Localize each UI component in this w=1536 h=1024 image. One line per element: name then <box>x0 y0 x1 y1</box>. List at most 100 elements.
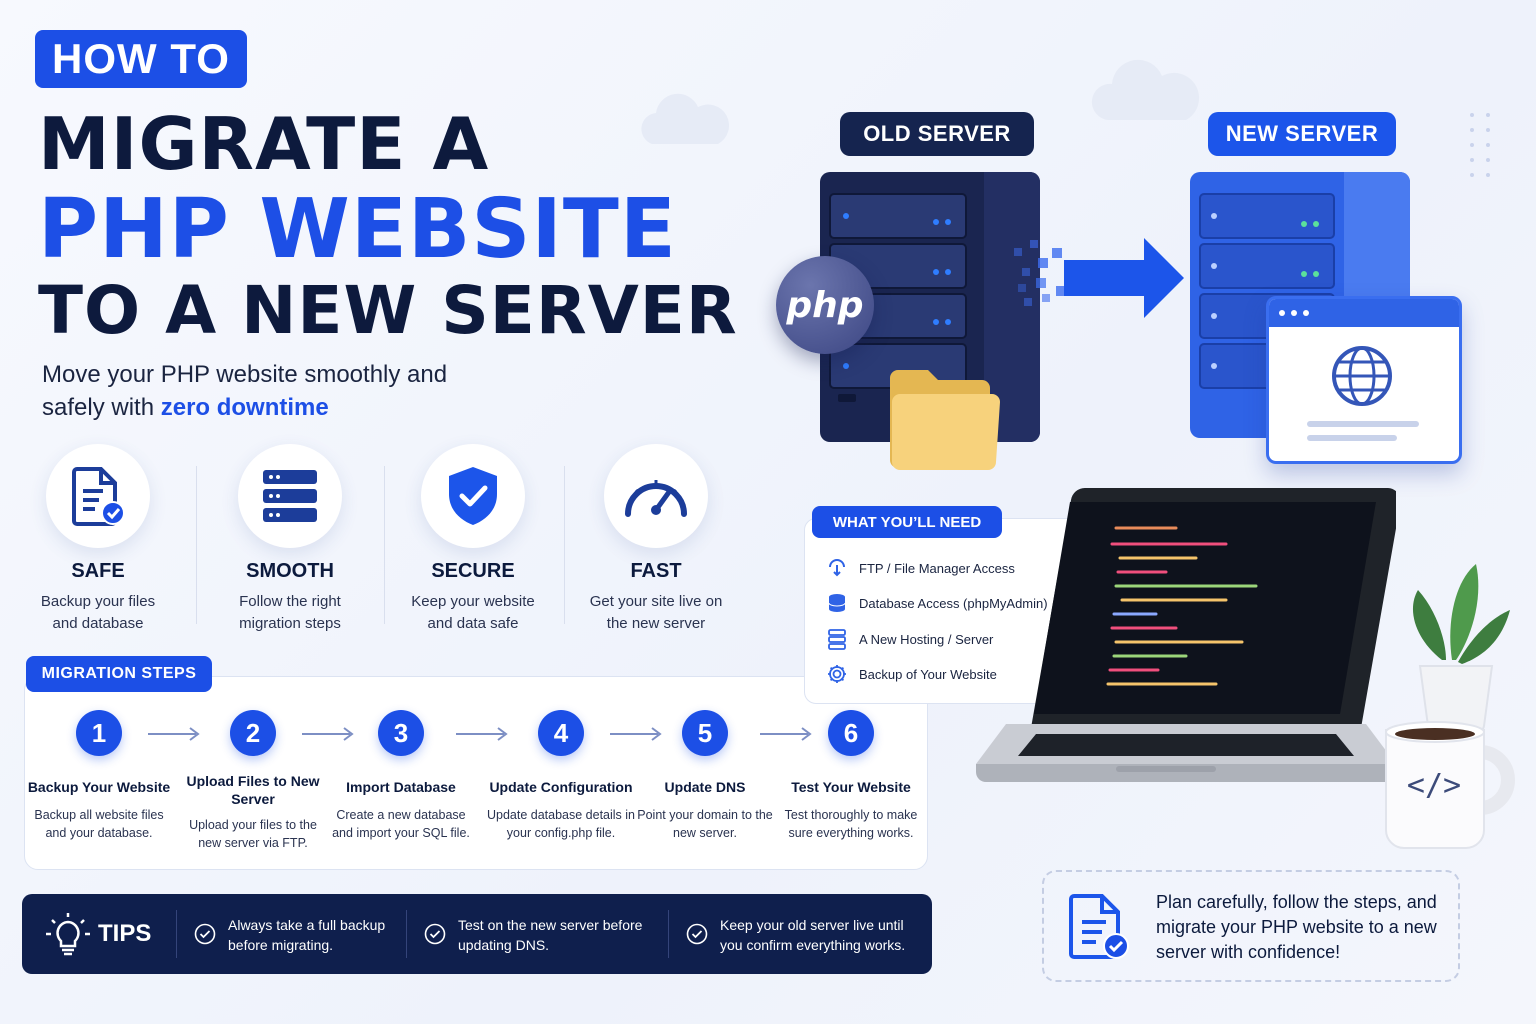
step-4: 4 Update Configuration Update database d… <box>486 710 636 842</box>
step-title: Import Database <box>346 779 456 795</box>
tip-item: Keep your old server live until you confi… <box>686 915 905 955</box>
callout-box <box>1042 870 1460 982</box>
tip-text: Keep your old server live until <box>720 917 904 933</box>
step-number: 2 <box>230 710 276 756</box>
migration-steps-panel <box>24 676 928 870</box>
php-logo: php <box>776 256 874 354</box>
new-server-label: NEW SERVER <box>1208 112 1396 156</box>
step-5: 5 Update DNS Point your domain to the ne… <box>630 710 780 842</box>
plant-illustration <box>1412 564 1510 736</box>
step-desc: Point your domain to the new server. <box>637 808 773 840</box>
laptop-illustration <box>976 487 1396 782</box>
feature-title: FAST <box>630 560 682 582</box>
what-you-need-panel <box>804 518 1080 704</box>
browser-titlebar <box>1269 299 1459 327</box>
step-desc: Test thoroughly to make sure everything … <box>784 808 918 840</box>
step-number: 3 <box>378 710 424 756</box>
step-desc: Update database details in your config.p… <box>486 808 636 840</box>
step-number: 4 <box>538 710 584 756</box>
arrow-right-icon <box>454 724 510 744</box>
arrow-right-icon <box>608 724 664 744</box>
callout-text: Plan carefully, follow the steps, and mi… <box>1156 892 1437 962</box>
tip-item: Test on the new server before updating DN… <box>424 915 642 955</box>
step-desc: Create a new database and import your SQ… <box>332 808 470 840</box>
tip-divider <box>668 910 669 958</box>
tip-text: you confirm everything works. <box>720 937 906 953</box>
code-symbol: </> <box>1406 768 1462 803</box>
migration-steps-badge: MIGRATION STEPS <box>26 656 212 692</box>
browser-content-line <box>1307 435 1397 441</box>
need-label: Database Access (phpMyAdmin) <box>859 595 1048 611</box>
step-3: 3 Import Database Create a new database … <box>326 710 476 842</box>
check-circle-icon <box>686 923 708 945</box>
mug-illustration <box>1385 721 1515 849</box>
need-label: A New Hosting / Server <box>859 631 994 647</box>
dot-grid-decoration <box>1470 113 1490 177</box>
step-number: 6 <box>828 710 874 756</box>
step-title: Backup Your Website <box>27 779 171 795</box>
step-title: Upload Files to New Server <box>186 773 320 807</box>
step-desc: Backup all website files and your databa… <box>34 808 164 840</box>
title-line-1: MIGRATE A <box>38 102 490 186</box>
subtitle-text: Move your PHP website smoothly and safel… <box>42 361 448 421</box>
how-to-badge: HOW TO <box>35 30 247 88</box>
tip-divider <box>406 910 407 958</box>
need-label: Backup of Your Website <box>859 666 997 682</box>
need-item: Database Access (phpMyAdmin) <box>826 592 1048 614</box>
feature-title: SMOOTH <box>246 560 334 582</box>
feature-divider <box>196 466 197 624</box>
step-title: Test Your Website <box>791 779 911 795</box>
tip-divider <box>176 910 177 958</box>
feature-divider <box>384 466 385 624</box>
step-title: Update DNS <box>664 779 746 795</box>
tip-text: before migrating. <box>228 937 334 953</box>
server-icon <box>828 629 846 650</box>
need-item: Backup of Your Website <box>826 663 997 685</box>
need-label: FTP / File Manager Access <box>859 560 1015 576</box>
step-desc: Upload your files to the new server via … <box>189 818 317 850</box>
subtitle: Move your PHP website smoothly and safel… <box>42 358 502 424</box>
step-number: 1 <box>76 710 122 756</box>
tip-text: Test on the new server before <box>458 917 643 933</box>
step-number: 5 <box>682 710 728 756</box>
title-line-2: PHP WEBSITE <box>38 182 677 277</box>
arrow-right-icon <box>758 724 814 744</box>
step-2: 2 Upload Files to New Server Upload your… <box>178 710 328 852</box>
browser-content-line <box>1307 421 1419 427</box>
server-stack-icon <box>238 444 342 548</box>
old-server-label: OLD SERVER <box>840 112 1034 156</box>
lightbulb-icon <box>44 912 92 963</box>
cloud-icon <box>1091 59 1200 120</box>
need-item: FTP / File Manager Access <box>826 557 1015 579</box>
tip-text: updating DNS. <box>458 937 550 953</box>
tip-text: Always take a full backup <box>228 917 386 933</box>
subtitle-highlight: zero downtime <box>160 394 329 421</box>
check-circle-icon <box>194 923 216 945</box>
database-icon <box>828 594 846 612</box>
speedometer-icon <box>604 444 708 548</box>
gear-icon <box>828 665 846 683</box>
tips-bar <box>22 894 932 974</box>
arrow-right-icon <box>146 724 202 744</box>
tips-label: TIPS <box>98 920 152 947</box>
transfer-arrow-icon <box>1014 238 1184 318</box>
shield-check-icon <box>421 444 525 548</box>
document-check-icon <box>46 444 150 548</box>
browser-window <box>1266 296 1462 464</box>
title-line-3: TO A NEW SERVER <box>38 272 738 349</box>
cloud-icon <box>641 93 730 144</box>
arrow-right-icon <box>300 724 356 744</box>
step-title: Update Configuration <box>489 779 633 795</box>
feature-divider <box>564 466 565 624</box>
step-6: 6 Test Your Website Test thoroughly to m… <box>776 710 926 842</box>
what-you-need-badge: WHAT YOU’LL NEED <box>812 506 1002 538</box>
need-item: A New Hosting / Server <box>826 628 993 650</box>
